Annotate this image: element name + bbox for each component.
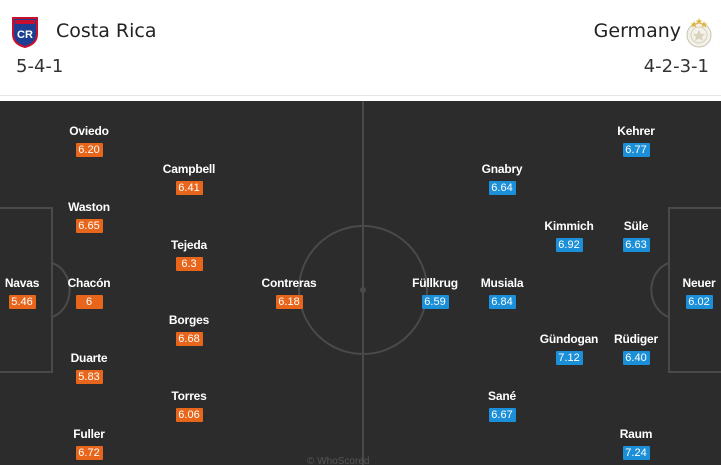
home-player-oviedo[interactable]: Oviedo 6.20: [49, 124, 129, 158]
player-rating: 6.06: [175, 408, 203, 422]
crest-letters: CR: [17, 29, 33, 41]
player-rating: 6.84: [488, 295, 516, 309]
player-rating: 6.65: [75, 219, 103, 233]
player-rating: 7.24: [622, 446, 650, 460]
player-name: Fuller: [73, 427, 105, 441]
player-rating: 6.77: [622, 143, 650, 157]
player-rating: 6: [75, 295, 103, 309]
match-header: CR Costa Rica 5-4-1 Germany 4-2-3-1: [0, 0, 721, 96]
home-player-fuller[interactable]: Fuller 6.72: [49, 427, 129, 461]
player-name: Süle: [623, 219, 649, 233]
player-rating: 6.72: [75, 446, 103, 460]
away-player-gundogan[interactable]: Gündogan 7.12: [529, 332, 609, 366]
player-name: Waston: [68, 200, 110, 214]
player-name: Navas: [4, 276, 40, 290]
away-player-kimmich[interactable]: Kimmich 6.92: [529, 219, 609, 253]
player-name: Borges: [168, 313, 210, 327]
player-name: Füllkrug: [412, 276, 458, 290]
home-formation: 5-4-1: [16, 56, 64, 77]
player-name: Torres: [171, 389, 207, 403]
player-rating: 5.83: [75, 370, 103, 384]
watermark: © WhoScored: [307, 456, 370, 465]
player-name: Tejeda: [171, 238, 207, 252]
home-player-navas[interactable]: Navas 5.46: [0, 276, 62, 310]
home-player-borges[interactable]: Borges 6.68: [149, 313, 229, 347]
away-player-sane[interactable]: Sané 6.67: [462, 389, 542, 423]
home-player-contreras[interactable]: Contreras 6.18: [249, 276, 329, 310]
player-rating: 6.41: [175, 181, 203, 195]
away-player-kehrer[interactable]: Kehrer 6.77: [596, 124, 676, 158]
player-name: Contreras: [261, 276, 317, 290]
home-player-torres[interactable]: Torres 6.06: [149, 389, 229, 423]
player-name: Rüdiger: [614, 332, 658, 346]
away-player-sule[interactable]: Süle 6.63: [596, 219, 676, 253]
home-player-campbell[interactable]: Campbell 6.41: [149, 162, 229, 196]
player-name: Duarte: [70, 351, 108, 365]
away-player-gnabry[interactable]: Gnabry 6.64: [462, 162, 542, 196]
player-name: Chacón: [67, 276, 111, 290]
player-rating: 7.12: [555, 351, 583, 365]
away-player-raum[interactable]: Raum 7.24: [596, 427, 676, 461]
away-player-musiala[interactable]: Musiala 6.84: [462, 276, 542, 310]
home-player-waston[interactable]: Waston 6.65: [49, 200, 129, 234]
away-player-neuer[interactable]: Neuer 6.02: [659, 276, 721, 310]
germany-crest-icon: [686, 18, 712, 48]
player-name: Musiala: [480, 276, 524, 290]
home-player-tejeda[interactable]: Tejeda 6.3: [149, 238, 229, 272]
player-rating: 6.02: [685, 295, 713, 309]
away-player-rudiger[interactable]: Rüdiger 6.40: [596, 332, 676, 366]
player-rating: 6.20: [75, 143, 103, 157]
player-name: Kimmich: [544, 219, 594, 233]
player-rating: 6.67: [488, 408, 516, 422]
player-rating: 6.63: [622, 238, 650, 252]
home-team-name: Costa Rica: [56, 20, 157, 42]
home-player-duarte[interactable]: Duarte 5.83: [49, 351, 129, 385]
away-formation: 4-2-3-1: [643, 56, 709, 77]
player-name: Oviedo: [69, 124, 109, 138]
player-name: Gündogan: [539, 332, 599, 346]
player-name: Campbell: [162, 162, 216, 176]
player-rating: 6.3: [175, 257, 203, 271]
home-player-chacon[interactable]: Chacón 6: [49, 276, 129, 310]
player-name: Neuer: [682, 276, 716, 290]
player-name: Kehrer: [617, 124, 655, 138]
player-name: Gnabry: [481, 162, 523, 176]
player-rating: 6.59: [421, 295, 449, 309]
pitch: Navas 5.46 Oviedo 6.20 Waston 6.65 Chacó…: [0, 101, 721, 465]
pitch-markings: [0, 101, 721, 465]
away-team-name: Germany: [593, 20, 681, 42]
player-rating: 5.46: [8, 295, 36, 309]
away-player-fullkrug[interactable]: Füllkrug 6.59: [395, 276, 475, 310]
player-rating: 6.40: [622, 351, 650, 365]
player-name: Sané: [488, 389, 516, 403]
player-rating: 6.18: [275, 295, 303, 309]
player-name: Raum: [619, 427, 653, 441]
player-rating: 6.92: [555, 238, 583, 252]
costa-rica-crest-icon: CR: [12, 17, 38, 48]
player-rating: 6.68: [175, 332, 203, 346]
player-rating: 6.64: [488, 181, 516, 195]
